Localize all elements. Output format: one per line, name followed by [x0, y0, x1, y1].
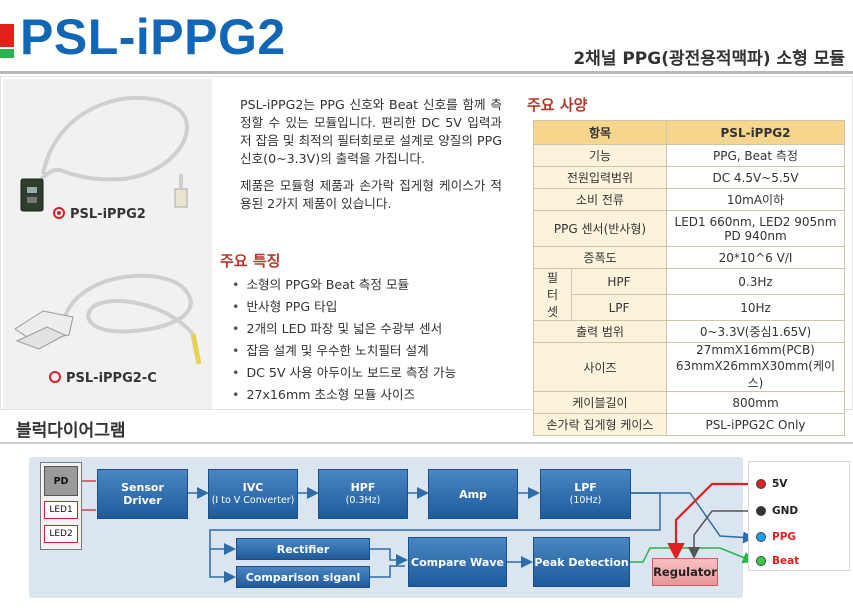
product-images-area	[3, 79, 212, 409]
table-row: LPF 10Hz	[534, 294, 846, 321]
rectifier-block: Rectifier	[236, 538, 370, 560]
spec-key: 소비 전류	[533, 188, 667, 211]
spec-value: PSL-iPPG2C Only	[665, 413, 846, 436]
sensor-driver-block: Sensor Driver	[97, 469, 188, 519]
spec-value: 0.3Hz	[665, 268, 846, 295]
spec-key: 전원입력범위	[533, 166, 667, 189]
pin-dot-icon	[756, 532, 766, 542]
pin-gnd: GND	[756, 505, 798, 517]
product-illustrations	[14, 95, 202, 365]
comparison-signal-block: Comparison siganl	[236, 566, 370, 588]
spec-value: 20*10^6 V/I	[665, 246, 846, 269]
logo-mark	[0, 24, 14, 58]
module-cable	[41, 95, 189, 182]
compare-wave-block: Compare Wave	[408, 537, 507, 587]
header-divider	[0, 71, 853, 74]
page-subtitle: 2채널 PPG(광전용적맥파) 소형 모듈	[573, 49, 845, 69]
spec-value: 0~3.3V(중심1.65V)	[665, 320, 846, 343]
spec-key: 케이블길이	[533, 391, 667, 414]
pin-dot-icon	[756, 556, 766, 566]
spec-header-value: PSL-iPPG2	[665, 120, 846, 145]
description-paragraph: 제품은 모듈형 제품과 손가락 집게형 케이스가 적용된 2가지 제품이 있습니…	[240, 178, 502, 211]
module-connector	[174, 188, 188, 208]
table-row: 전원입력범위 DC 4.5V~5.5V	[533, 166, 846, 189]
spec-header-key: 항목	[533, 120, 667, 145]
output-pins-panel	[748, 461, 850, 571]
radio-icon	[53, 207, 65, 219]
module-pcb	[20, 178, 44, 212]
list-item: 소형의 PPG와 Beat 측정 모듈	[232, 276, 456, 298]
table-row: 항목 PSL-iPPG2	[533, 120, 846, 145]
features-title: 주요 특징	[220, 252, 281, 270]
table-row: PPG 센서(반사형) LED1 660nm, LED2 905nm PD 94…	[533, 210, 846, 247]
pin-5v: 5V	[756, 478, 787, 490]
table-row: 케이블길이 800mm	[533, 391, 846, 414]
spec-key: 손가락 집게형 케이스	[533, 413, 667, 436]
spec-value: LED1 660nm, LED2 905nm PD 940nm	[665, 210, 846, 247]
amp-block: Amp	[428, 469, 518, 519]
spec-value: 27mmX16mm(PCB) 63mmX26mmX30mm(케이스)	[665, 342, 846, 392]
spec-value: 800mm	[665, 391, 846, 414]
spec-title: 주요 사양	[527, 96, 588, 114]
table-row: 손가락 집게형 케이스 PSL-iPPG2C Only	[533, 413, 846, 436]
pin-beat: Beat	[756, 555, 799, 567]
page-title: PSL-iPPG2	[20, 9, 286, 65]
table-row: 기능 PPG, Beat 측정	[533, 144, 846, 167]
pin-ppg: PPG	[756, 531, 796, 543]
table-row: 소비 전류 10mA이하	[533, 188, 846, 211]
lpf-block: LPF (10Hz)	[540, 469, 631, 519]
regulator-block: Regulator	[652, 558, 718, 586]
spec-value: 10mA이하	[665, 188, 846, 211]
product-label-module: PSL-iPPG2	[53, 207, 146, 222]
table-row: 필 터 셋 HPF 0.3Hz	[533, 268, 846, 321]
logo-red-bar	[0, 24, 14, 47]
logo-green-bar	[0, 49, 14, 58]
spec-value: DC 4.5V~5.5V	[665, 166, 846, 189]
list-item: 잡음 설계 및 우수한 노치필터 설계	[232, 342, 456, 364]
spec-key: 증폭도	[533, 246, 667, 269]
spec-value: 10Hz	[665, 294, 846, 321]
table-row: 증폭도 20*10^6 V/I	[533, 246, 846, 269]
product-label-clip: PSL-iPPG2-C	[49, 371, 157, 386]
spec-key: PPG 센서(반사형)	[533, 210, 667, 247]
radio-icon	[49, 371, 61, 383]
block-diagram-divider	[0, 442, 853, 444]
list-item: 27x16mm 초소형 모듈 사이즈	[232, 386, 456, 408]
ivc-block: IVC (I to V Converter)	[208, 469, 298, 519]
table-row: 사이즈 27mmX16mm(PCB) 63mmX26mmX30mm(케이스)	[533, 342, 846, 392]
hpf-block: HPF (0.3Hz)	[318, 469, 408, 519]
clip-cable	[61, 273, 195, 336]
spec-key: LPF	[571, 294, 667, 321]
description-paragraph: PSL-iPPG2는 PPG 신호와 Beat 신호를 함께 측정할 수 있는 …	[240, 97, 502, 166]
list-item: 2개의 LED 파장 및 넓은 수광부 센서	[232, 320, 456, 342]
list-item: DC 5V 사용 아두이노 보드로 측정 가능	[232, 364, 456, 386]
table-row: 출력 범위 0~3.3V(중심1.65V)	[533, 320, 846, 343]
pin-dot-icon	[756, 506, 766, 516]
spec-value: PPG, Beat 측정	[665, 144, 846, 167]
list-item: 반사형 PPG 타입	[232, 298, 456, 320]
photodiode-block: PD	[44, 466, 78, 496]
spec-filter-group: 필 터 셋	[533, 268, 572, 321]
product-description: PSL-iPPG2는 PPG 신호와 Beat 신호를 함께 측정할 수 있는 …	[240, 96, 502, 222]
spec-key: HPF	[571, 268, 667, 295]
spec-table: 항목 PSL-iPPG2 기능 PPG, Beat 측정 전원입력범위 DC 4…	[533, 120, 846, 436]
spec-key: 사이즈	[533, 342, 667, 392]
features-list: 소형의 PPG와 Beat 측정 모듈 반사형 PPG 타입 2개의 LED 파…	[232, 276, 456, 408]
pin-dot-icon	[756, 479, 766, 489]
spec-key: 출력 범위	[533, 320, 667, 343]
block-diagram-title: 블럭다이어그램	[16, 421, 126, 441]
led2-block: LED2	[44, 525, 78, 543]
led1-block: LED1	[44, 501, 78, 519]
product-info-panel: PSL-iPPG2 PSL-iPPG2-C	[0, 76, 853, 410]
peak-detection-block: Peak Detection	[533, 537, 630, 587]
spec-key: 기능	[533, 144, 667, 167]
